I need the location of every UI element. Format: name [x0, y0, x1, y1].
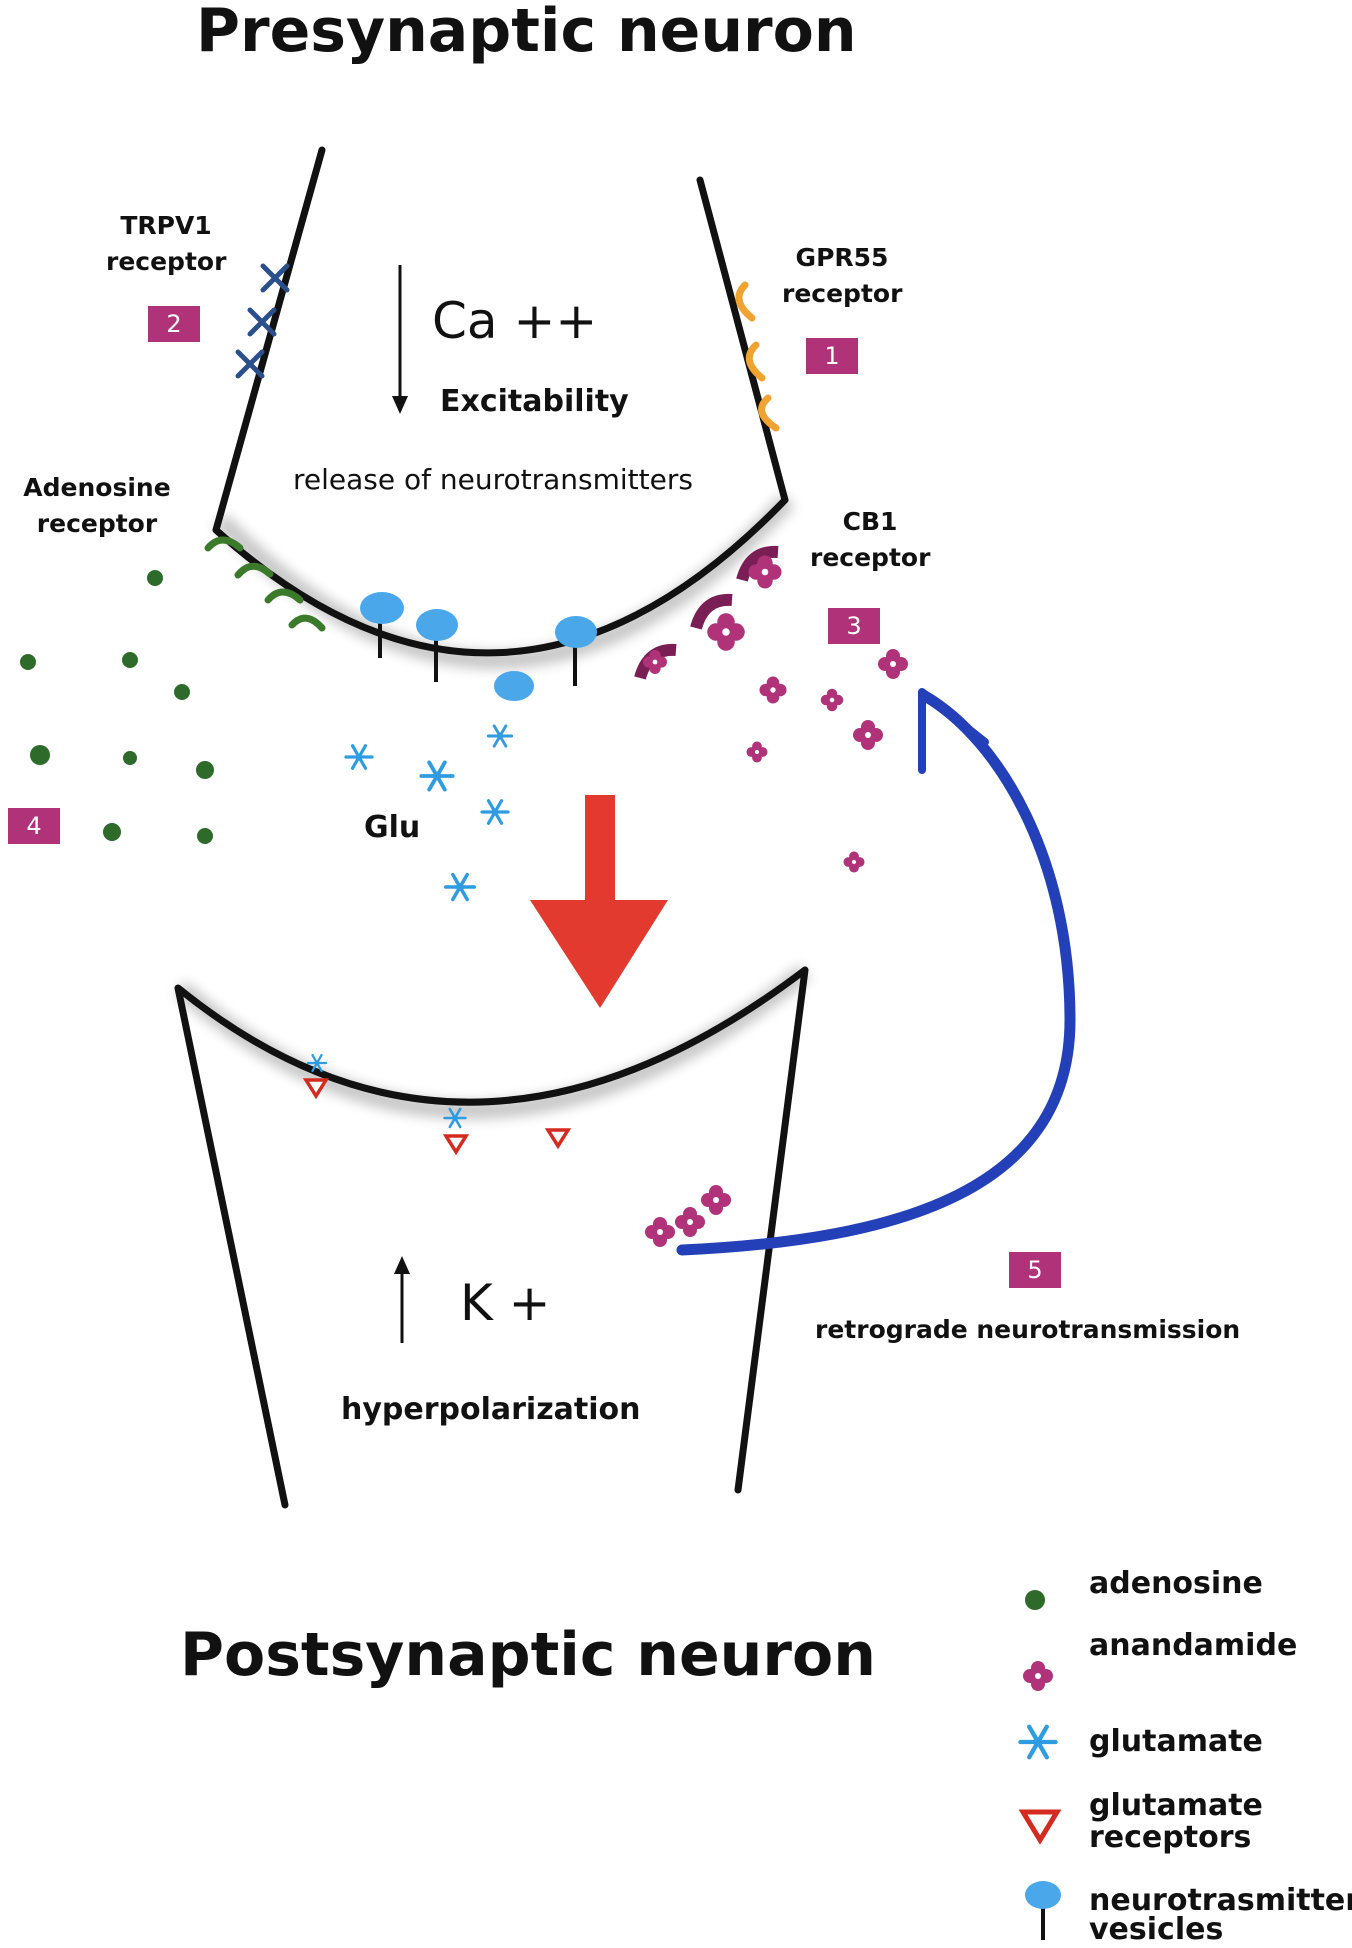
- k-up-arrow: [394, 1256, 410, 1343]
- trpv1-receptors: [235, 263, 290, 379]
- glu-label: Glu: [364, 810, 421, 845]
- presynaptic-title: Presynaptic neuron: [196, 0, 857, 66]
- postsynaptic-membrane: [174, 964, 811, 1509]
- gpr55-label: GPR55 receptor: [782, 243, 903, 308]
- magenta-cluster-icon: [1023, 1661, 1053, 1691]
- glutamate-receptors: [302, 1078, 572, 1156]
- legend-adenosine-label: adenosine: [1089, 1566, 1263, 1601]
- badge-3: 3: [828, 608, 880, 644]
- badge-5: 5: [1009, 1252, 1061, 1288]
- blue-snowflake-icon: [1020, 1727, 1055, 1758]
- badge-2: 2: [148, 306, 200, 342]
- postsynaptic-title: Postsynaptic neuron: [180, 1620, 876, 1690]
- hyperpolarization-label: hyperpolarization: [341, 1392, 641, 1427]
- glutamate-molecules: [306, 724, 514, 1129]
- cb1-label: CB1 receptor: [810, 507, 931, 572]
- excitability-label: Excitability: [440, 384, 629, 419]
- legend-glutamate-label: glutamate: [1089, 1724, 1263, 1759]
- calcium-label: Ca ++: [432, 292, 598, 350]
- badge-1: 1: [806, 338, 858, 374]
- adenosine-receptor-label: Adenosine receptor: [23, 473, 171, 538]
- green-dot-icon: [1025, 1590, 1045, 1610]
- release-label: release of neurotransmitters: [293, 463, 693, 496]
- blue-vesicle-icon: [1025, 1881, 1061, 1940]
- neurotransmitter-vesicles: [360, 592, 597, 701]
- ca-down-arrow: [392, 265, 408, 414]
- retrograde-label: retrograde neurotransmission: [815, 1315, 1241, 1344]
- gpr55-receptors: [735, 281, 780, 432]
- adenosine-molecules: [20, 570, 214, 844]
- adenosine-receptors: [204, 536, 326, 632]
- potassium-label: K +: [460, 1274, 551, 1332]
- trpv1-label: TRPV1 receptor: [106, 211, 227, 276]
- red-triangle-icon: [1018, 1809, 1062, 1845]
- badge-4: 4: [8, 808, 60, 844]
- legend-anandamide-label: anandamide: [1089, 1628, 1298, 1663]
- legend-icons: [1018, 1590, 1062, 1940]
- presynaptic-membrane: [212, 146, 795, 669]
- retrograde-arrow: [676, 688, 1076, 1256]
- legend-vesicles-label: neurotrasmitter vesicles: [1089, 1883, 1352, 1947]
- anandamide-molecules: [643, 555, 908, 1247]
- red-transmission-arrow: [530, 795, 668, 1008]
- legend-glutamate-receptors-label: glutamate receptors: [1089, 1788, 1263, 1855]
